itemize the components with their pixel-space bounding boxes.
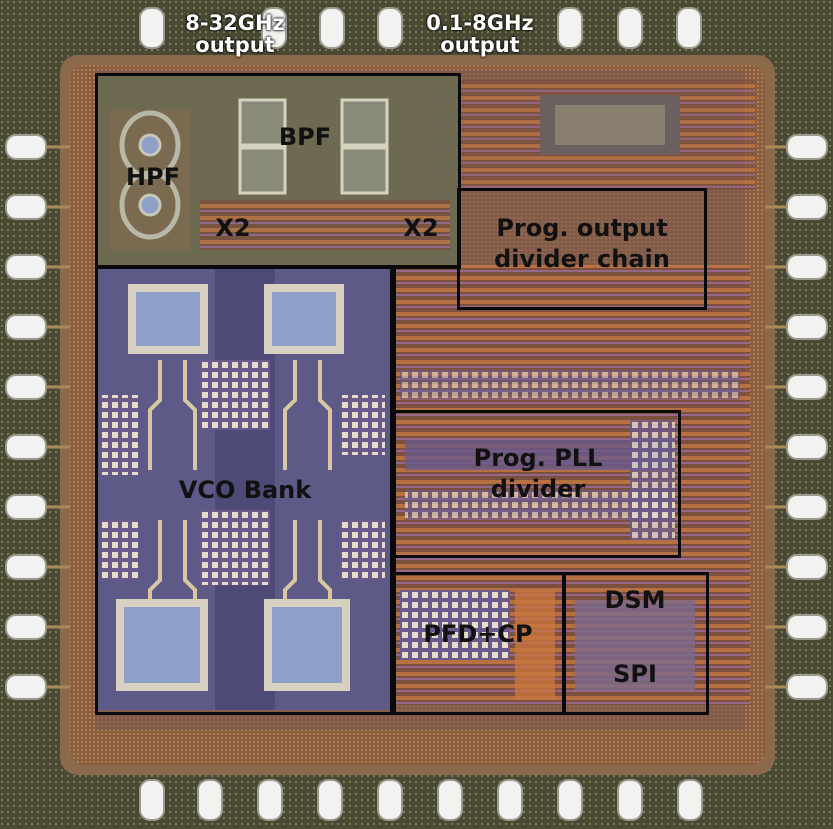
label-x2-right: X2 (403, 214, 439, 242)
label-vco-bank: VCO Bank (178, 476, 312, 504)
label-pfd-cp: PFD+CP (423, 620, 533, 648)
label-x2-left: X2 (215, 214, 251, 242)
output-divider-outline (457, 188, 707, 310)
label-spi: SPI (613, 660, 657, 688)
label-prog-pll-divider: Prog. PLL divider (473, 444, 603, 504)
label-hpf: HPF (125, 163, 181, 191)
label-out-high: 8-32GHz output (185, 11, 285, 58)
label-bpf: BPF (278, 123, 332, 151)
dsm-spi-outline (562, 572, 709, 715)
right-region-outline (390, 265, 460, 715)
label-out-low: 0.1-8GHz output (426, 11, 534, 58)
pll-divider-outline (393, 410, 681, 558)
label-prog-output-divider: Prog. output divider chain (494, 214, 670, 274)
label-dsm: DSM (604, 586, 666, 614)
